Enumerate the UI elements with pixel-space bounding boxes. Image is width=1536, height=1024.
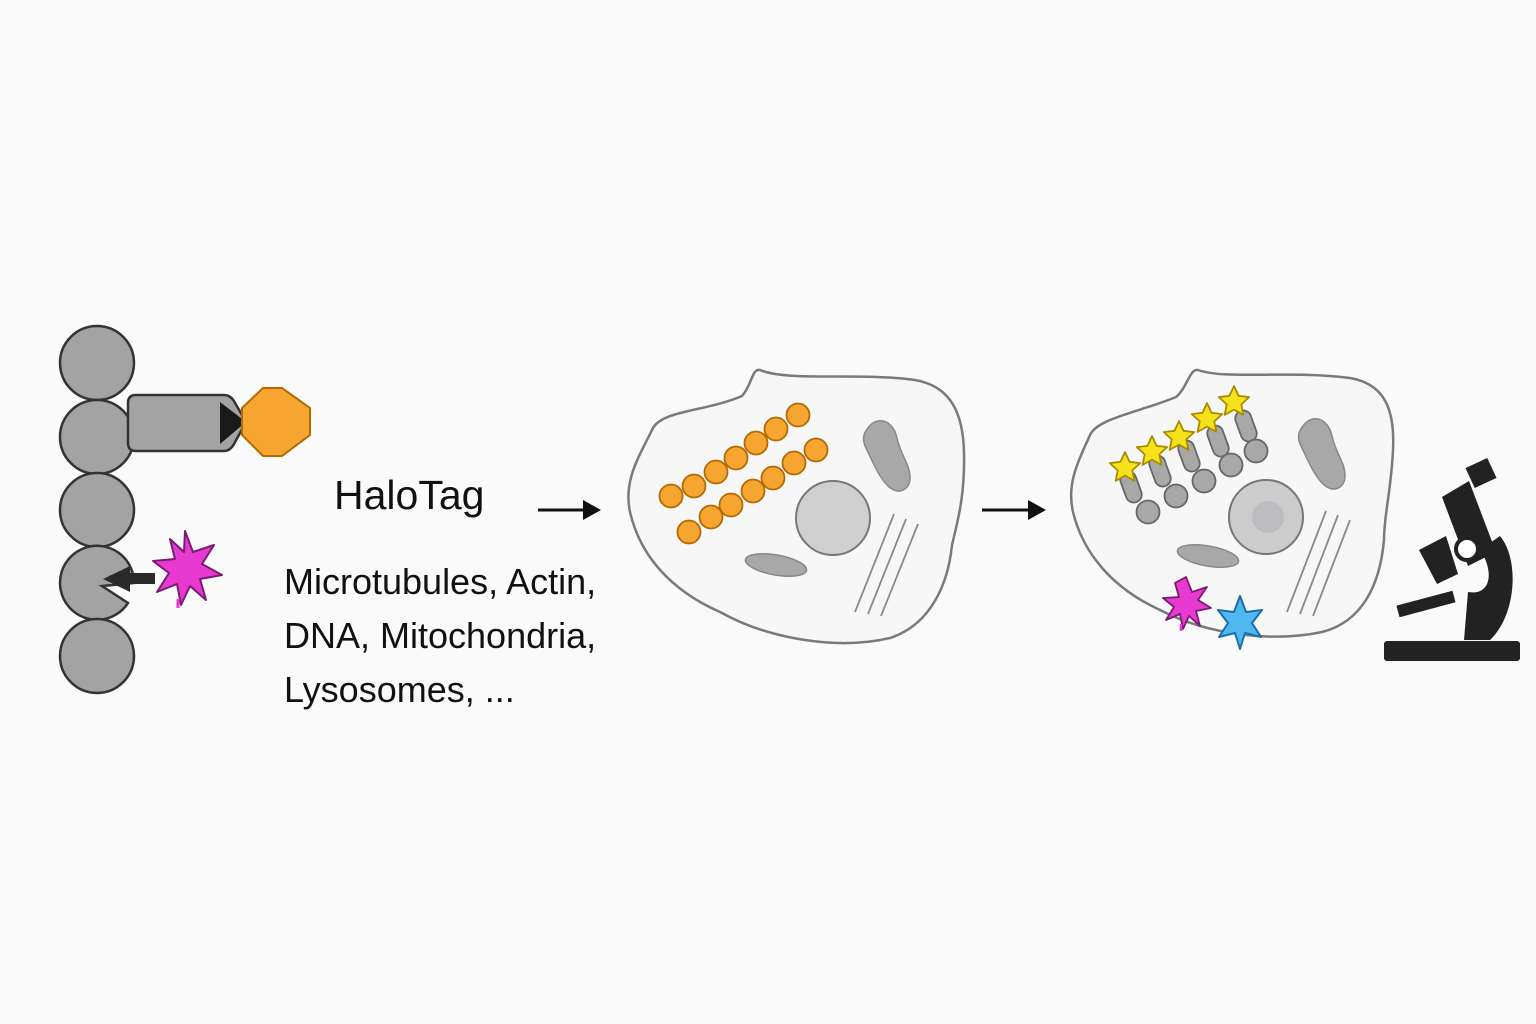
cell-2-mitochondrion-bean — [1297, 417, 1346, 490]
orange-label-chain-1 — [658, 402, 811, 509]
dye-attachment — [103, 530, 223, 608]
halotag-label: HaloTag — [334, 472, 485, 518]
halotag-fusion — [126, 387, 311, 457]
cell-1-nucleus — [795, 480, 871, 556]
microscope-objective — [1419, 536, 1458, 584]
orange-label-chain-2 — [676, 437, 829, 545]
microscope-base — [1384, 641, 1520, 661]
chain-subunit-notched — [58, 544, 136, 622]
microscope-knob — [1454, 536, 1480, 562]
cell-2-organelle-ellipse — [1176, 544, 1240, 568]
target-list: Microtubules, Actin, DNA, Mitochondria, … — [284, 555, 596, 717]
target-list-line: DNA, Mitochondria, — [284, 615, 597, 656]
chain-subunit — [58, 398, 136, 476]
protein-chain — [58, 324, 136, 695]
target-list-line: Microtubules, Actin, — [284, 561, 597, 602]
chain-subunit — [58, 617, 136, 695]
cyan-dye-icon — [1217, 595, 1263, 650]
halotag-tip — [220, 402, 246, 444]
right-arrow-2 — [982, 500, 1046, 520]
microscope-eyepiece — [1465, 457, 1497, 489]
yellow-dye-stars — [1108, 385, 1251, 482]
right-arrow-1 — [538, 500, 601, 520]
yellow-dye-star-icon — [1108, 451, 1142, 482]
microscope-tube — [1442, 481, 1496, 566]
cell-1 — [627, 368, 966, 645]
cell-2-nucleus-glow — [1252, 501, 1284, 533]
cell-1-organelle-ellipse — [744, 553, 808, 577]
attachment-arrow-shaft — [125, 573, 155, 584]
yellow-dye-star-icon — [1190, 402, 1224, 433]
ligand-octagon — [241, 387, 311, 457]
microscope-arm — [1464, 536, 1513, 640]
yellow-dye-star-icon — [1135, 435, 1169, 466]
chain-subunit — [58, 324, 136, 402]
cell-2-filaments — [1286, 510, 1351, 617]
chain-subunit — [58, 471, 136, 549]
target-list-line: Lysosomes, ... — [284, 669, 515, 710]
cell-1-mitochondrion-bean — [862, 419, 911, 492]
cell-2 — [1069, 368, 1395, 650]
yellow-dye-star-icon — [1217, 385, 1251, 416]
attachment-arrow-head — [103, 566, 130, 592]
yellow-dye-star-icon — [1162, 420, 1196, 451]
cell-1-filaments — [854, 513, 919, 617]
magenta-dye-icon — [152, 530, 223, 606]
microscope-icon — [1384, 457, 1520, 661]
magenta-dye-icon — [1162, 576, 1212, 630]
microscope-stage — [1396, 590, 1456, 618]
halotag-body — [126, 393, 248, 453]
